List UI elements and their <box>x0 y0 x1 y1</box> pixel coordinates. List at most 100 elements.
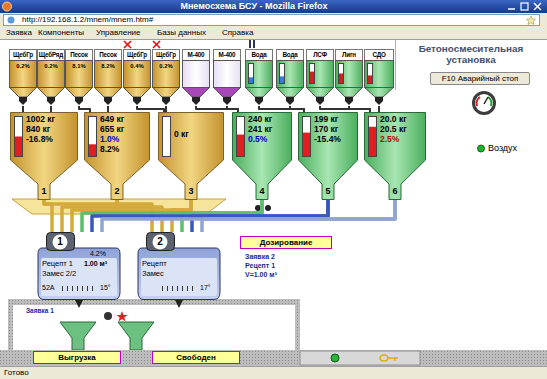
material-pipe <box>192 200 328 232</box>
push-button: Дозирование <box>240 236 332 249</box>
loading-frame-part <box>175 300 183 308</box>
doser-value: 20.5 кг <box>380 125 407 134</box>
blocked-marks-part <box>249 40 251 48</box>
doser-value: -16.8% <box>26 135 53 144</box>
doser-value: 649 кг <box>100 115 124 124</box>
air-indicator-part <box>478 145 485 152</box>
mixer-value: 52A <box>42 284 54 291</box>
feeder-line <box>50 106 52 112</box>
pressure-gauge-part <box>488 97 491 106</box>
feeder-line <box>259 106 304 112</box>
bottom-bar-part <box>388 357 398 359</box>
address-bar-part <box>0 13 547 27</box>
pressure-gauge-part <box>472 91 496 115</box>
title-bar-part <box>521 3 528 10</box>
storage-silo: М-400 <box>213 49 241 106</box>
mixer-value: 2 <box>152 237 168 247</box>
feeder-line <box>227 106 238 112</box>
storage-silo: ЩебГр0.4% <box>123 49 151 106</box>
panel-heading: Бетоносмесительная установка <box>397 43 545 66</box>
doser-number: 1 <box>10 187 78 196</box>
mixer-value: 17° <box>200 284 211 291</box>
collector-trough-part <box>265 205 271 211</box>
silo-label: ЩебГр <box>9 49 37 61</box>
status-text: Готово <box>4 369 29 377</box>
doser-value: 2.5% <box>380 135 399 144</box>
blocked-marks-part <box>253 40 255 48</box>
title-bar-part <box>508 8 515 10</box>
silo-percent: 8.2% <box>94 64 122 70</box>
url-text: http://192.168.1.2/mnem/mnem.htm# <box>22 16 153 24</box>
silo-label: ЩебГр <box>123 49 151 61</box>
loading-frame-part <box>75 300 83 308</box>
order-info: Заявка 1 <box>26 308 54 315</box>
concrete-mixer: 14.2%Рецепт 11.00 м³Замес 2/252A15° <box>38 232 120 300</box>
silo-label: ЩебГр <box>152 49 180 61</box>
mixer-value: Рецепт <box>142 260 167 268</box>
push-button: Свободен <box>152 351 240 364</box>
mixer-value: 4.2% <box>90 250 106 257</box>
bottom-bar-part <box>331 354 339 362</box>
dosing-hopper: 20.0 кг20.5 кг2.5%6 <box>364 112 426 200</box>
storage-silo: Песок8.1% <box>65 49 93 106</box>
silo-label: Песок <box>94 49 122 61</box>
blocked-marks-part <box>153 41 160 48</box>
silo-percent: 0.2% <box>37 64 65 70</box>
feeder-line <box>320 106 370 112</box>
doser-value: 8.2% <box>100 145 119 154</box>
doser-value: 840 кг <box>26 125 50 134</box>
title-bar-part <box>3 2 12 11</box>
doser-value: 655 кг <box>100 125 124 134</box>
status-label: Воздух <box>488 144 517 153</box>
storage-silo: М-400 <box>182 49 210 106</box>
silo-label: ЛСФ <box>306 49 334 61</box>
pressure-gauge-part <box>475 94 493 112</box>
silo-percent: 8.1% <box>65 64 93 70</box>
menu-bar-part <box>0 27 547 39</box>
status-bar-part <box>0 366 547 367</box>
feeder-line <box>107 106 109 112</box>
silo-percent: 0.2% <box>9 64 37 70</box>
loading-frame-part <box>295 299 300 351</box>
doser-value: 170 кг <box>314 125 338 134</box>
silo-label: М-400 <box>182 49 210 61</box>
material-pipe <box>92 200 328 232</box>
push-button: Выгрузка <box>33 351 121 364</box>
mixer-value: Рецепт 1 <box>42 260 73 268</box>
storage-silo: ЛСФ <box>306 49 334 106</box>
bottom-bar-part <box>300 351 420 365</box>
doser-value: 241 кг <box>248 125 272 134</box>
menu-item: Компоненты <box>38 29 84 37</box>
storage-silo: Песок 8.2% <box>94 49 122 106</box>
title-bar-part <box>534 3 541 10</box>
loading-frame-part <box>104 312 112 320</box>
push-button: F10 Аварийный стоп <box>430 72 530 85</box>
storage-silo: ЩебГр 0.2% <box>9 49 37 106</box>
storage-silo: СДО <box>364 49 394 106</box>
doser-number: 2 <box>84 187 150 196</box>
menu-bar-part <box>0 39 547 40</box>
blocked-marks-part <box>124 41 131 48</box>
pressure-gauge <box>472 91 496 115</box>
menu-item: Заявка <box>6 29 32 37</box>
storage-silo: ЩебРяд0.2% <box>37 49 65 106</box>
pressure-gauge-part <box>477 97 480 106</box>
doser-value: -15.4% <box>314 135 341 144</box>
silo-label: Вода <box>245 49 273 61</box>
status-bar <box>0 366 547 379</box>
button-label: F10 Аварийный стоп <box>431 73 529 84</box>
silo-label: М-400 <box>213 49 241 61</box>
loading-frame-part <box>117 311 128 322</box>
bottom-bar-part <box>394 358 396 361</box>
feeder-line <box>79 106 90 112</box>
dosing-hopper: 0 кг3 <box>158 112 224 200</box>
loading-frame-part <box>8 299 13 351</box>
button-label: Выгрузка <box>34 352 120 363</box>
mixer-value: 1 <box>52 237 68 247</box>
collector-trough-part <box>255 205 261 211</box>
silo-label: Лигн <box>335 49 363 61</box>
concrete-mixer: 2РецептЗамес17° <box>138 232 220 300</box>
material-pipe <box>102 200 395 232</box>
address-bar <box>0 13 547 27</box>
